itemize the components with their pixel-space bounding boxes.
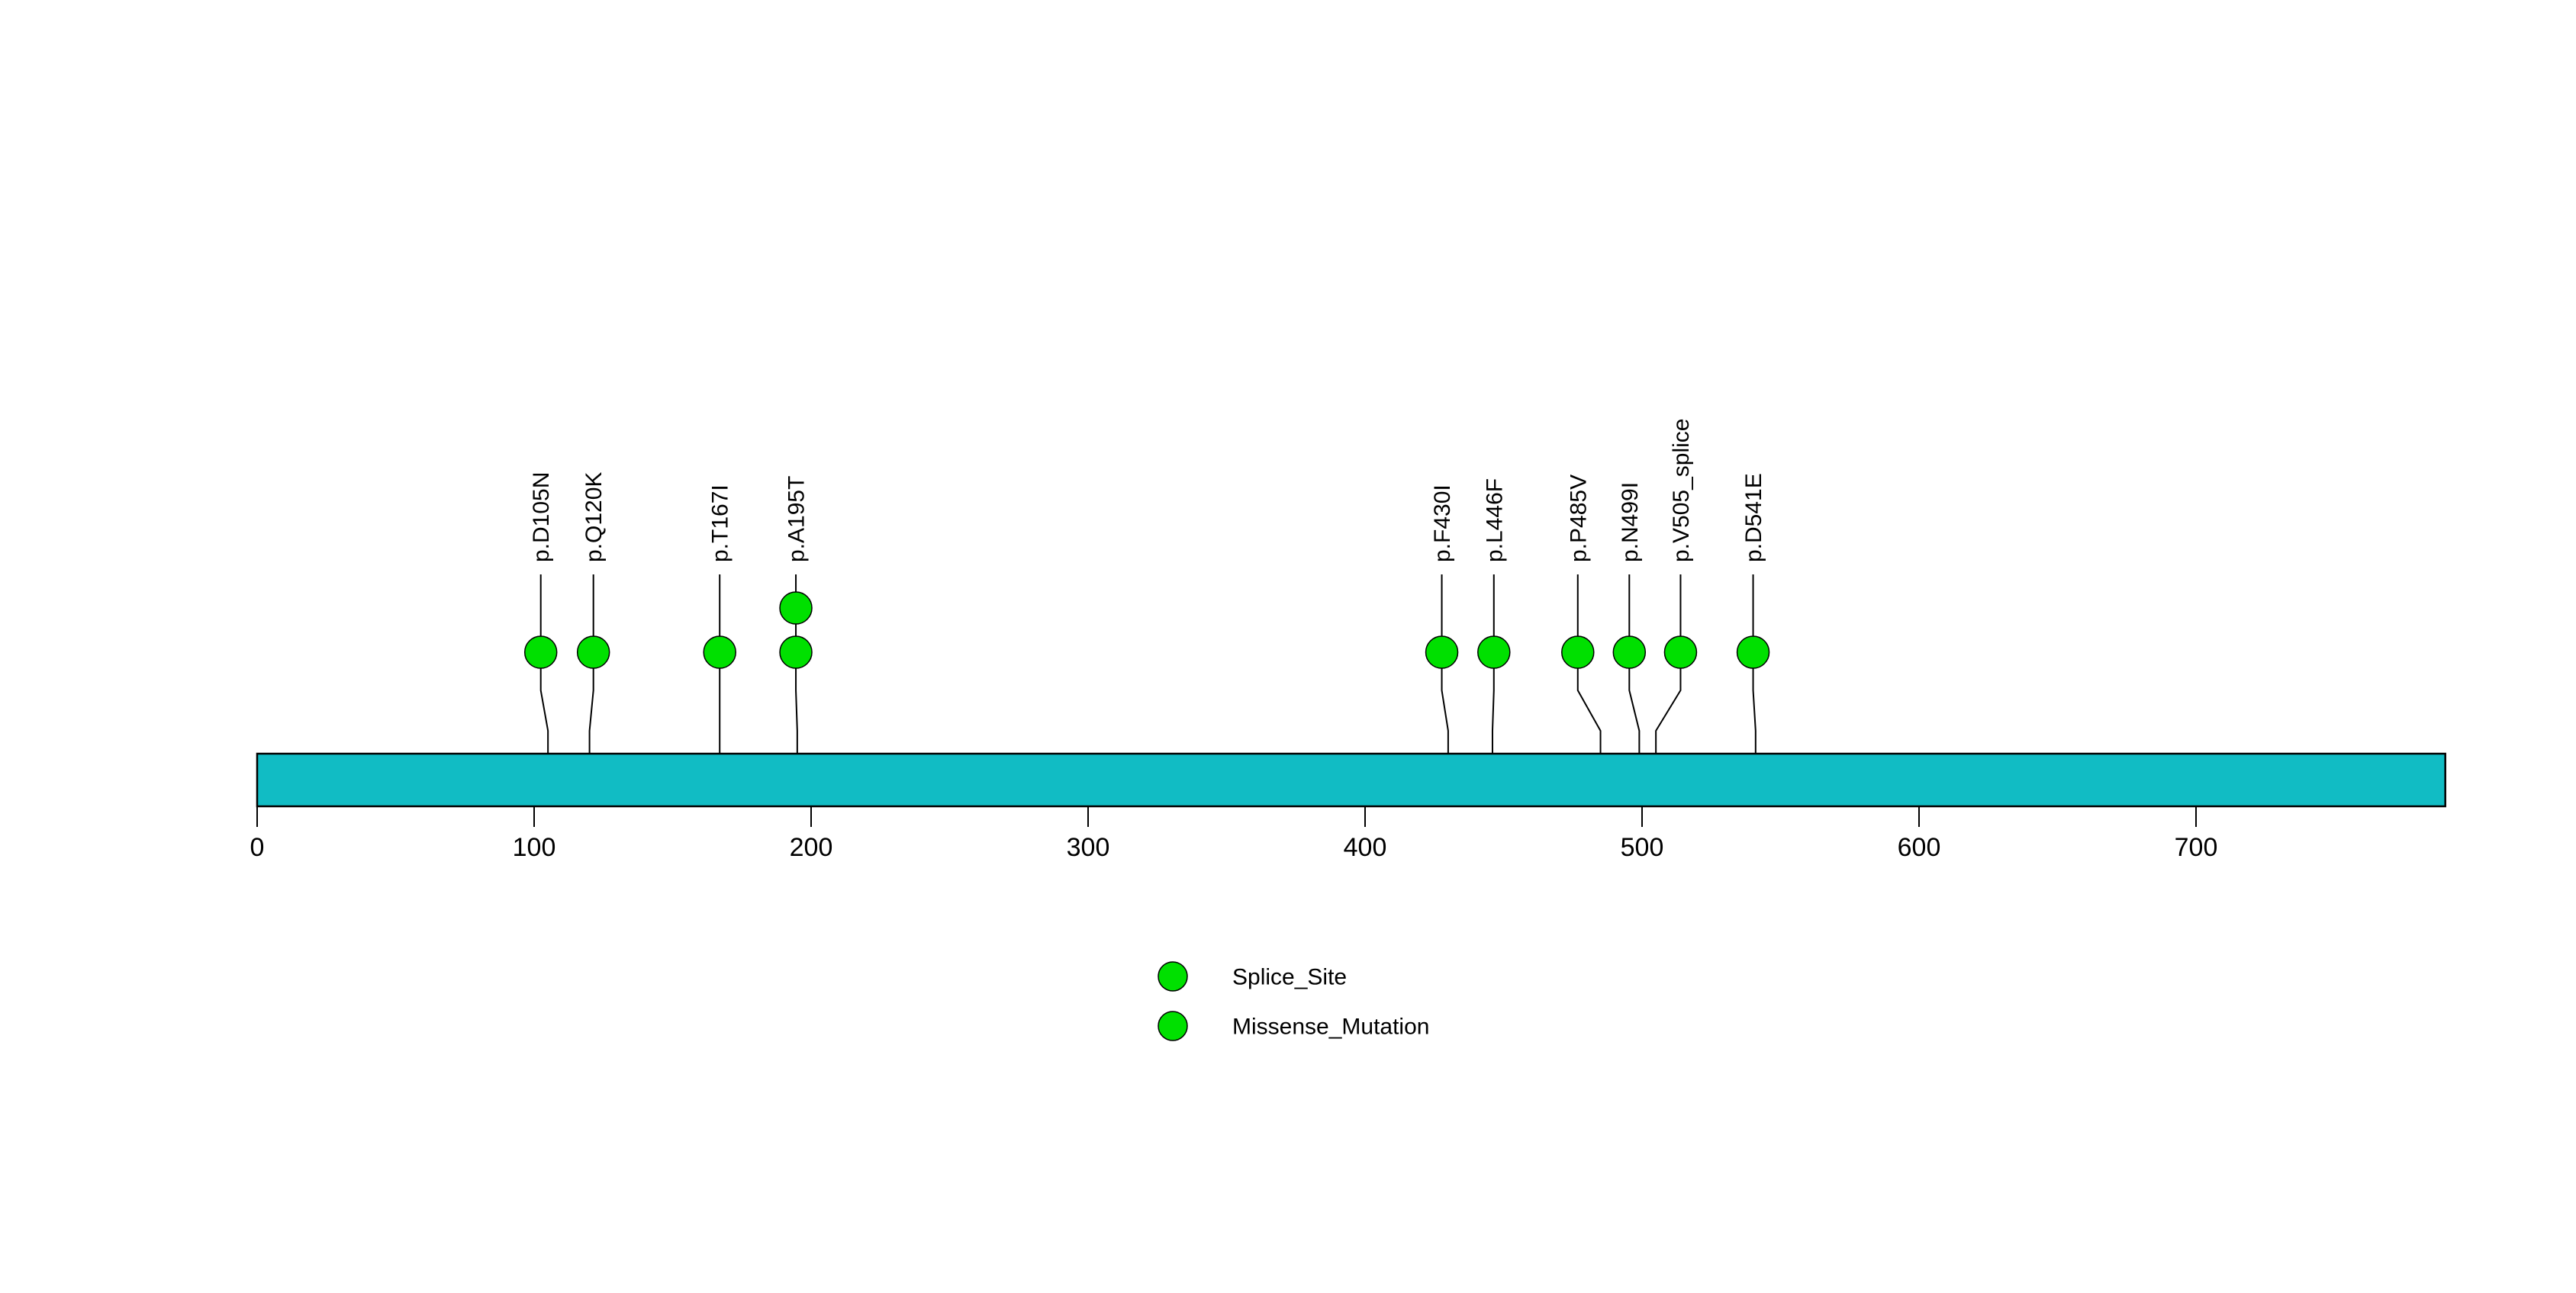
axis-tick-label: 300 [1067, 833, 1110, 862]
protein-bar [256, 752, 2446, 808]
mutation-circle [576, 635, 610, 669]
axis-tick-label: 100 [513, 833, 556, 862]
mutation-label: p.T167I [708, 484, 733, 562]
mutation-circle [779, 591, 813, 625]
mutation-circle [1561, 635, 1595, 669]
mutation-label: p.A195T [784, 476, 810, 562]
mutation-label: p.F430I [1430, 484, 1455, 562]
mutation-label: p.D105N [529, 472, 554, 562]
axis-tick-label: 500 [1621, 833, 1664, 862]
mutation-circle [1663, 635, 1698, 669]
axis-tick-label: 600 [1898, 833, 1941, 862]
mutation-label: p.D541E [1741, 473, 1766, 562]
mutation-circle [779, 635, 813, 669]
axis-tick-label: 700 [2175, 833, 2218, 862]
legend-label: Missense_Mutation [1232, 1015, 1429, 1040]
mutation-label: p.N499I [1618, 482, 1643, 562]
mutation-circle [1425, 635, 1459, 669]
axis-tick-label: 0 [250, 833, 265, 862]
mutation-circle [1736, 635, 1770, 669]
mutation-circle [1612, 635, 1647, 669]
axis-tick-label: 400 [1344, 833, 1387, 862]
legend-swatch [1158, 961, 1188, 992]
mutation-label: p.Q120K [581, 472, 607, 562]
mutation-label: p.P485V [1566, 474, 1591, 562]
legend-label: Splice_Site [1232, 965, 1347, 990]
mutation-circle [523, 635, 558, 669]
mutation-label: p.L446F [1482, 478, 1507, 562]
mutation-circle [1477, 635, 1511, 669]
mutation-label: p.V505_splice [1669, 419, 1694, 562]
axis-tick-label: 200 [790, 833, 833, 862]
legend-swatch [1158, 1011, 1188, 1041]
mutation-circle [703, 635, 736, 669]
